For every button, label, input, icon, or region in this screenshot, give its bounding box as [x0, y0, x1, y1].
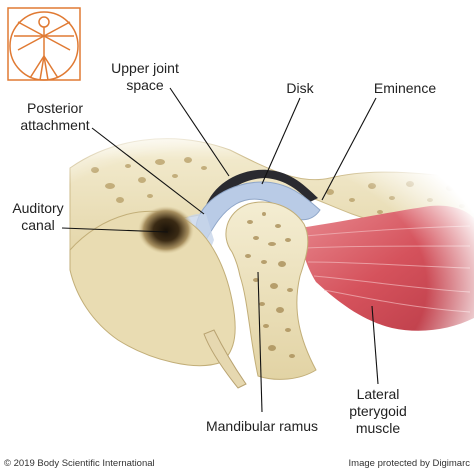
pointer-upper-joint-space	[169, 87, 230, 177]
label-mandibular-ramus: Mandibular ramus	[205, 418, 319, 434]
pointer-lateral-pterygoid	[371, 305, 379, 385]
label-lateral-pterygoid-muscle: Lateral pterygoid muscle	[349, 386, 407, 436]
pointer-eminence	[321, 97, 377, 201]
pointer-lines	[61, 87, 379, 413]
vitruvian-man-icon	[7, 7, 81, 81]
label-posterior-attachment: Posterior attachment	[20, 100, 90, 133]
label-auditory-canal: Auditory canal	[12, 200, 64, 233]
label-upper-joint-space: Upper joint space	[111, 60, 179, 93]
pointer-posterior-attachment	[91, 127, 205, 215]
label-eminence: Eminence	[373, 80, 437, 96]
pointer-disk	[261, 97, 301, 185]
pointer-auditory-canal	[61, 227, 169, 233]
pointer-mandibular-ramus	[257, 271, 263, 413]
digimarc-notice: Image protected by Digimarc	[348, 458, 470, 469]
copyright-text: © 2019 Body Scientific International	[4, 458, 155, 469]
label-disk: Disk	[286, 80, 314, 96]
